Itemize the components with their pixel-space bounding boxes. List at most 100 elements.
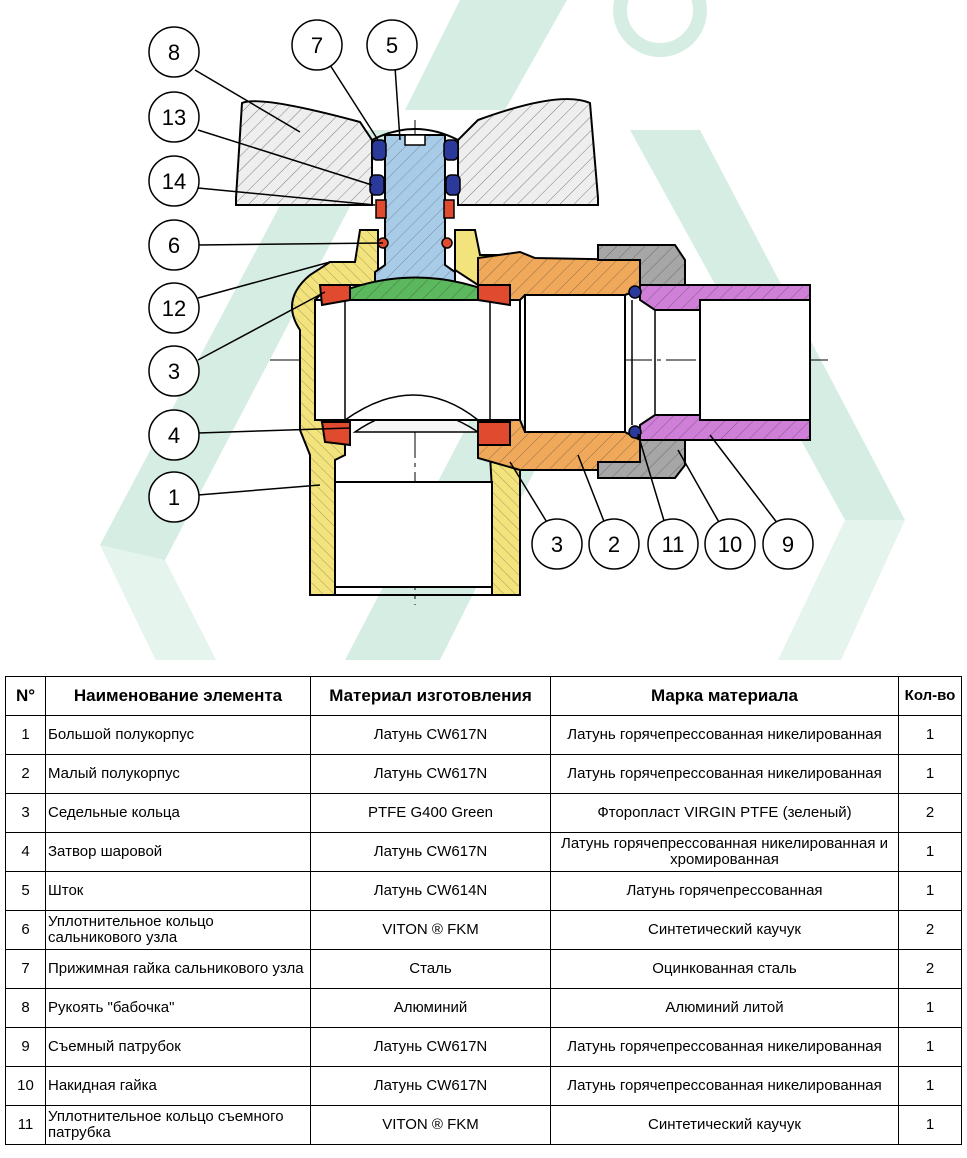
cell-material: Сталь <box>310 949 551 989</box>
table-row: 7 Прижимная гайка сальникового узла Стал… <box>5 949 962 989</box>
svg-text:4: 4 <box>168 423 180 448</box>
callout-8: 8 <box>148 26 200 78</box>
cell-material-grade: Латунь горячепрессованная никелированная <box>550 1066 899 1106</box>
svg-text:14: 14 <box>162 169 186 194</box>
table-row: 5 Шток Латунь CW614N Латунь горячепрессо… <box>5 871 962 911</box>
cell-number: 1 <box>5 715 46 755</box>
header-quantity: Кол-во <box>898 676 962 716</box>
header-element-name: Наименование элемента <box>45 676 311 716</box>
callout-2: 2 <box>588 518 640 570</box>
svg-text:2: 2 <box>608 532 620 557</box>
cell-element-name: Затвор шаровой <box>45 832 311 872</box>
cell-element-name: Уплотнительное кольцо съемного патрубка <box>45 1105 311 1145</box>
cell-material-grade: Латунь горячепрессованная никелированная <box>550 715 899 755</box>
stem <box>374 134 456 291</box>
cell-quantity: 1 <box>898 1105 962 1145</box>
cell-material: Латунь CW614N <box>310 871 551 911</box>
cell-material-grade: Латунь горячепрессованная никелированная… <box>550 832 899 872</box>
table-row: 8 Рукоять "бабочка" Алюминий Алюминий ли… <box>5 988 962 1028</box>
ball-gate <box>314 276 521 433</box>
cell-number: 10 <box>5 1066 46 1106</box>
leader-lines <box>194 64 779 525</box>
table-row: 3 Седельные кольца PTFE G400 Green Фторо… <box>5 793 962 833</box>
cell-material-grade: Синтетический каучук <box>550 1105 899 1145</box>
callout-3-left: 3 <box>148 345 200 397</box>
cell-element-name: Шток <box>45 871 311 911</box>
callout-5: 5 <box>366 19 418 71</box>
svg-text:7: 7 <box>311 33 323 58</box>
cell-element-name: Прижимная гайка сальникового узла <box>45 949 311 989</box>
union-nut <box>597 244 686 479</box>
cell-material: Латунь CW617N <box>310 715 551 755</box>
removable-fitting <box>624 284 811 441</box>
callout-1: 1 <box>148 471 200 523</box>
table-row: 4 Затвор шаровой Латунь CW617N Латунь го… <box>5 832 962 872</box>
header-number: N° <box>5 676 46 716</box>
table-row: 10 Накидная гайка Латунь CW617N Латунь г… <box>5 1066 962 1106</box>
valve-cross-section-diagram: 8 7 5 13 14 6 12 3 4 1 3 2 <box>100 0 905 660</box>
callout-7: 7 <box>291 19 343 71</box>
cell-material-grade: Латунь горячепрессованная никелированная <box>550 1027 899 1067</box>
cell-quantity: 1 <box>898 1066 962 1106</box>
callout-3-bottom: 3 <box>531 518 583 570</box>
table-row: 2 Малый полукорпус Латунь CW617N Латунь … <box>5 754 962 794</box>
table-row: 6 Уплотнительное кольцо сальникового узл… <box>5 910 962 950</box>
cell-quantity: 1 <box>898 871 962 911</box>
cell-quantity: 1 <box>898 832 962 872</box>
cell-quantity: 1 <box>898 1027 962 1067</box>
cell-quantity: 2 <box>898 949 962 989</box>
cell-element-name: Съемный патрубок <box>45 1027 311 1067</box>
cell-quantity: 1 <box>898 754 962 794</box>
cell-number: 5 <box>5 871 46 911</box>
cell-quantity: 2 <box>898 793 962 833</box>
butterfly-handle <box>235 98 599 206</box>
cell-material: Латунь CW617N <box>310 1027 551 1067</box>
svg-text:3: 3 <box>551 532 563 557</box>
cell-material: Латунь CW617N <box>310 1066 551 1106</box>
svg-text:9: 9 <box>782 532 794 557</box>
svg-text:1: 1 <box>168 485 180 510</box>
cell-material-grade: Алюминий литой <box>550 988 899 1028</box>
parts-specification-table: N° Наименование элемента Материал изгото… <box>5 676 962 1145</box>
cell-element-name: Накидная гайка <box>45 1066 311 1106</box>
cell-element-name: Седельные кольца <box>45 793 311 833</box>
small-body-half <box>477 250 641 471</box>
cell-number: 2 <box>5 754 46 794</box>
callout-11: 11 <box>647 518 699 570</box>
cell-material: VITON ® FKM <box>310 910 551 950</box>
table-header-row: N° Наименование элемента Материал изгото… <box>5 676 962 716</box>
callout-9: 9 <box>762 518 814 570</box>
cell-material: Латунь CW617N <box>310 754 551 794</box>
callout-12: 12 <box>148 282 200 334</box>
fitting-o-rings <box>628 285 642 439</box>
cell-number: 8 <box>5 988 46 1028</box>
svg-text:6: 6 <box>168 233 180 258</box>
cell-element-name: Малый полукорпус <box>45 754 311 794</box>
cell-material: Алюминий <box>310 988 551 1028</box>
table-row: 9 Съемный патрубок Латунь CW617N Латунь … <box>5 1027 962 1067</box>
cell-number: 9 <box>5 1027 46 1067</box>
cell-material: VITON ® FKM <box>310 1105 551 1145</box>
cell-number: 4 <box>5 832 46 872</box>
cell-element-name: Рукоять "бабочка" <box>45 988 311 1028</box>
svg-text:8: 8 <box>168 40 180 65</box>
callout-4: 4 <box>148 409 200 461</box>
svg-text:5: 5 <box>386 33 398 58</box>
cell-material: Латунь CW617N <box>310 832 551 872</box>
gland-o-rings <box>369 139 461 196</box>
callout-13: 13 <box>148 91 200 143</box>
cell-number: 6 <box>5 910 46 950</box>
svg-text:11: 11 <box>662 532 685 557</box>
cell-number: 7 <box>5 949 46 989</box>
callout-6: 6 <box>148 219 200 271</box>
cell-material-grade: Фторопласт VIRGIN PTFE (зеленый) <box>550 793 899 833</box>
cell-material: PTFE G400 Green <box>310 793 551 833</box>
cell-quantity: 1 <box>898 715 962 755</box>
cell-element-name: Большой полукорпус <box>45 715 311 755</box>
cell-material-grade: Латунь горячепрессованная <box>550 871 899 911</box>
table-row: 1 Большой полукорпус Латунь CW617N Латун… <box>5 715 962 755</box>
cell-material-grade: Синтетический каучук <box>550 910 899 950</box>
svg-text:3: 3 <box>168 359 180 384</box>
cell-element-name: Уплотнительное кольцо сальникового узла <box>45 910 311 950</box>
svg-text:10: 10 <box>718 532 742 557</box>
